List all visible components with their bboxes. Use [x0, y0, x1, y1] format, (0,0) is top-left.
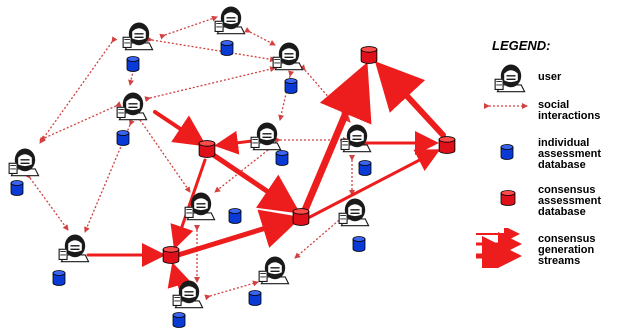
individual-db-icon — [248, 290, 262, 306]
individual-db-icon — [10, 180, 24, 196]
social-link — [39, 36, 118, 144]
user-icon — [272, 41, 304, 71]
social-link — [146, 36, 276, 63]
legend-user-label: user — [538, 71, 562, 83]
stream-arrow — [209, 151, 301, 214]
stream-arrow — [167, 262, 191, 290]
consensus-db-icon — [162, 246, 180, 264]
consensus-streams — [86, 61, 446, 290]
individual-db-icon — [116, 130, 130, 146]
consensus-databases — [162, 46, 456, 264]
individual-db-icon — [126, 56, 140, 72]
legend-streams-label: consensus generation streams — [538, 233, 596, 267]
social-link — [294, 209, 351, 259]
social-link — [134, 114, 191, 193]
user-icon — [8, 147, 40, 177]
legend-social-icon — [484, 103, 528, 109]
legend-consensus-db-label: consensus assessment database — [538, 184, 601, 218]
individual-db-icon — [352, 236, 366, 252]
legend: LEGEND: user social interactions individ… — [470, 0, 623, 333]
user-icon — [250, 121, 282, 151]
user-icon — [340, 123, 372, 153]
stream-arrow — [306, 149, 441, 220]
users — [8, 5, 372, 328]
social-link — [144, 66, 276, 103]
social-link — [278, 70, 295, 121]
user-icon — [116, 91, 148, 121]
legend-individual-db-label: individual assessment database — [538, 137, 601, 171]
stream-arrow — [153, 110, 207, 147]
user-icon — [258, 255, 290, 285]
user-icon — [122, 21, 154, 51]
individual-db-icon — [228, 208, 242, 224]
stream-arrow — [301, 62, 372, 214]
consensus-db-icon — [198, 140, 216, 158]
social-link — [24, 172, 69, 231]
consensus-db-icon — [360, 46, 378, 64]
stream-arrow — [170, 158, 207, 250]
legend-individual-db-icon — [500, 144, 514, 160]
individual-db-icon — [275, 150, 289, 166]
consensus-db-icon — [292, 208, 310, 226]
stream-arrow — [175, 209, 302, 258]
individual-db-icon — [358, 160, 372, 176]
legend-consensus-db-icon — [500, 190, 516, 206]
social-link — [39, 101, 122, 141]
stream-arrow — [374, 61, 446, 138]
legend-streams-icon — [476, 228, 522, 268]
individual-db-icon — [220, 40, 234, 56]
legend-social-label: social interactions — [538, 99, 601, 122]
legend-title: LEGEND: — [492, 38, 551, 53]
individual-db-icon — [284, 78, 298, 94]
social-link — [204, 280, 259, 301]
social-link — [244, 27, 276, 46]
user-icon — [214, 5, 246, 35]
consensus-db-icon — [438, 136, 456, 154]
social-link — [84, 119, 135, 233]
network-diagram — [8, 5, 456, 328]
individual-db-icon — [52, 270, 66, 286]
user-icon — [58, 233, 90, 263]
user-icon — [338, 197, 370, 227]
legend-user-icon — [494, 63, 526, 93]
individual-db-icon — [172, 312, 186, 328]
social-link — [159, 15, 218, 40]
